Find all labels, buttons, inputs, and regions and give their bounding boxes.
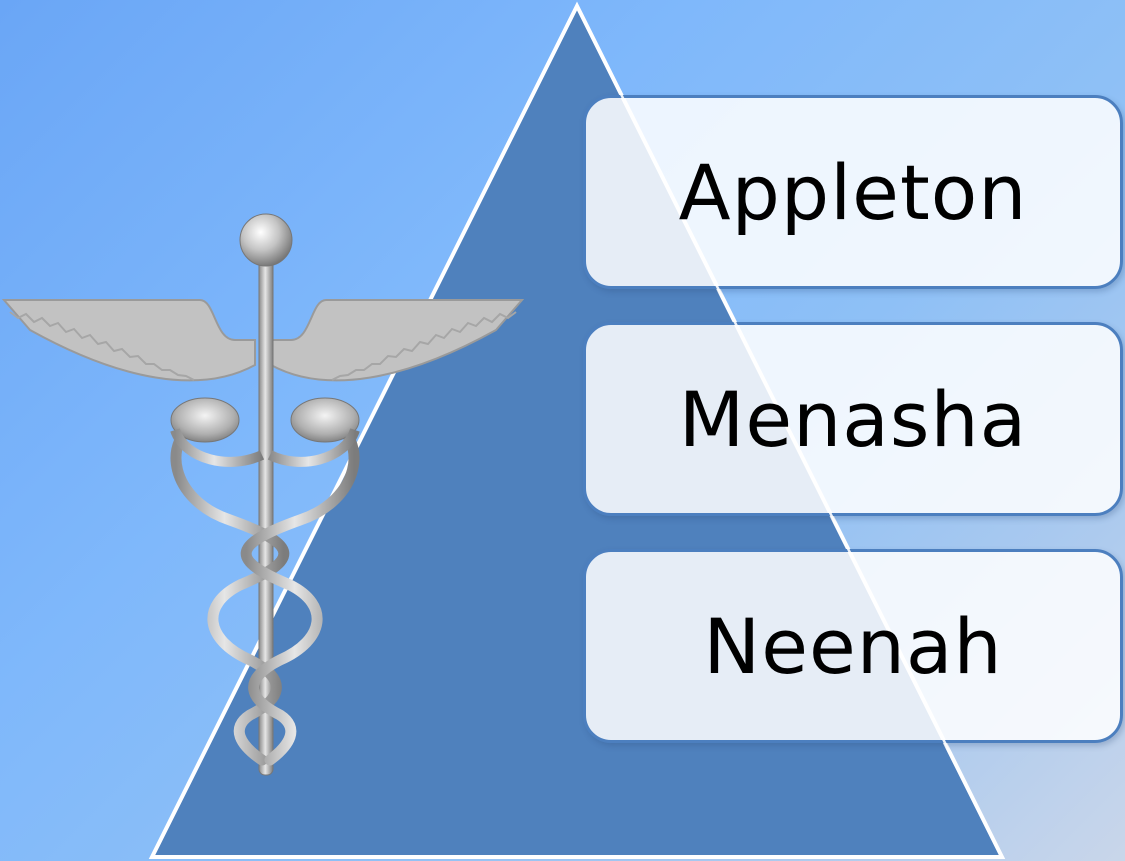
list-item-1: Appleton	[583, 95, 1123, 289]
right-wing	[271, 300, 522, 380]
list-item-label: Menasha	[679, 375, 1027, 464]
list-item-label: Appleton	[679, 148, 1028, 237]
list-item-3: Neenah	[583, 549, 1123, 743]
list-item-2: Menasha	[583, 322, 1123, 516]
list-item-label: Neenah	[703, 602, 1002, 691]
left-wing	[4, 300, 255, 380]
